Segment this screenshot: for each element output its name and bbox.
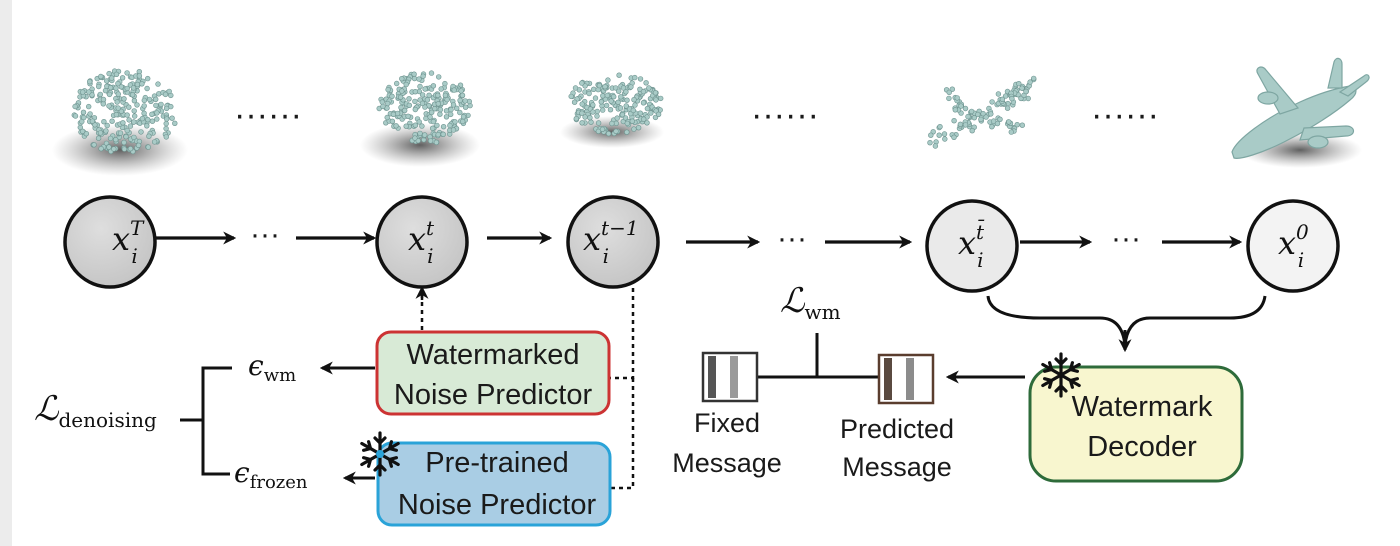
node-base: x [112, 220, 130, 258]
ellipsis-dots: ··· [1111, 222, 1141, 255]
node-sub: i [427, 244, 433, 268]
svg-text:xt−1i: xt−1 i [583, 216, 639, 268]
svg-text:x0i: x0 i [1278, 220, 1309, 272]
node-sup: t̄ [976, 219, 985, 244]
point-cloud-icon [71, 68, 178, 155]
node-base: x [408, 220, 426, 258]
left-edge-bar [0, 0, 12, 546]
predicted-message-label: Predicted [840, 414, 954, 444]
state-node-xtbar: xt̄ i [925, 199, 1019, 293]
ellipsis-dots: ··· [250, 218, 280, 251]
box-line1: Pre-trained [425, 447, 568, 479]
box-bg [376, 441, 612, 527]
box-line2: Noise Predictor [394, 379, 593, 411]
node-base: x [958, 224, 976, 262]
box-line1: Watermarked [407, 339, 580, 371]
loss-wm: ℒwm [780, 281, 841, 324]
message-link [758, 333, 878, 379]
point-cloud-icon [568, 72, 664, 137]
svg-text:xti: xti [408, 216, 435, 268]
epsilon-frozen: ϵfrozen [234, 456, 308, 493]
node-sub: i [131, 244, 137, 268]
svg-text:xt̄i: xt̄ i [958, 219, 985, 272]
point-cloud-icon [376, 70, 473, 146]
box-bg [1028, 365, 1244, 483]
pretrained-noise-predictor: Pre-trained Noise Predictor [376, 441, 612, 527]
point-cloud-icon [927, 75, 1037, 149]
snowflake-center [376, 450, 384, 458]
state-node-x0: x0 i [1246, 199, 1340, 293]
node-sup: t−1 [601, 216, 639, 240]
watermarked-noise-predictor: Watermarked Noise Predictor [375, 330, 611, 416]
ellipsis-dots: ··· [777, 222, 807, 255]
chain-arrows [156, 231, 1243, 249]
node-sup: 0 [1296, 220, 1309, 244]
message-bits-icon [701, 351, 759, 403]
node-sub: i [603, 244, 609, 268]
box-line1: Watermark [1072, 391, 1213, 423]
ellipsis-dots: ······ [751, 96, 819, 134]
chain-dots: ··· ··· ··· [250, 218, 1141, 255]
node-base: x [583, 220, 601, 258]
predicted-message-label: Message [842, 452, 952, 482]
state-node-xt-minus-1: xt−1 i [566, 195, 660, 289]
epsilon-wm: ϵwm [248, 349, 296, 386]
ellipsis-dots: ······ [1091, 96, 1159, 134]
ellipsis-dots: ······ [234, 96, 302, 134]
node-sub: i [1298, 248, 1304, 272]
box-bg [375, 330, 611, 416]
loss-bracket [180, 366, 232, 476]
box-line2: Decoder [1087, 431, 1197, 463]
point-cloud-row: ······ ······ ······ [52, 57, 1370, 176]
node-sub: i [977, 248, 983, 272]
point-cloud-icon [1231, 57, 1370, 159]
loss-denoising: ℒdenoising [34, 389, 157, 432]
node-sup: t [426, 216, 435, 240]
message-bits-icon [877, 353, 935, 405]
fixed-message-label: Message [672, 448, 782, 478]
dashed-connectors [420, 288, 635, 490]
svg-text:xTi: xTi [112, 216, 145, 268]
shadow [360, 123, 480, 167]
node-base: x [1278, 224, 1296, 262]
box-line2: Noise Predictor [398, 489, 597, 521]
watermark-decoder: Watermark Decoder [1028, 365, 1244, 483]
fixed-message-label: Fixed [694, 408, 760, 438]
node-sup: T [130, 216, 145, 240]
